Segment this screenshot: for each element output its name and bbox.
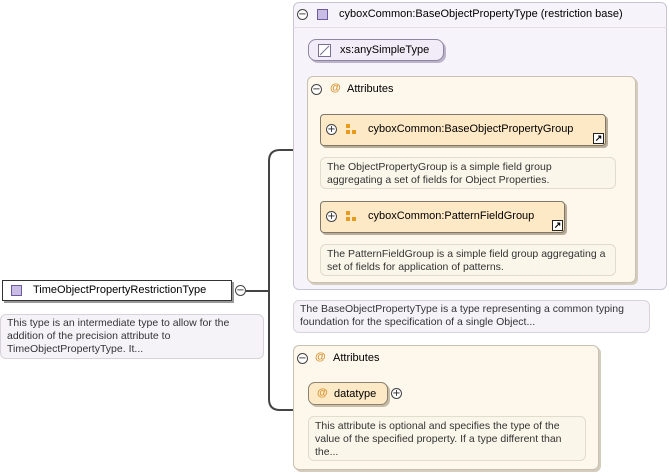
base-type-collapse-toggle[interactable]: − — [297, 9, 308, 20]
base-attributes-label: Attributes — [347, 83, 394, 95]
root-type-label: TimeObjectPropertyRestrictionType — [33, 284, 207, 296]
go-to-definition-icon[interactable]: ↗ — [552, 220, 563, 231]
attribute-icon: @ — [317, 387, 328, 399]
attribute-group-box[interactable]: + cyboxCommon:BaseObjectPropertyGroup ↗ — [320, 114, 606, 146]
complex-type-icon — [317, 9, 328, 20]
group-description: The ObjectPropertyGroup is a simple fiel… — [320, 157, 616, 189]
simple-type-pill[interactable]: xs:anySimpleType — [308, 39, 444, 61]
attribute-group-icon — [346, 124, 357, 135]
root-type-description: This type is an intermediate type to all… — [0, 314, 264, 359]
base-type-description: The BaseObjectPropertyType is a type rep… — [293, 300, 650, 333]
group-label: cyboxCommon:PatternFieldGroup — [368, 210, 535, 222]
root-type-box[interactable]: TimeObjectPropertyRestrictionType — [2, 280, 232, 301]
base-type-header: − cyboxCommon:BaseObjectPropertyType (re… — [293, 2, 667, 28]
go-to-definition-icon[interactable]: ↗ — [593, 133, 604, 144]
base-type-label: cyboxCommon:BaseObjectPropertyType (rest… — [339, 8, 623, 20]
group-expand-toggle[interactable]: + — [326, 211, 337, 222]
root-collapse-toggle[interactable]: − — [235, 285, 246, 296]
attributes-collapse-toggle[interactable]: − — [297, 353, 308, 364]
attributes-label: Attributes — [333, 352, 380, 364]
simple-type-icon — [318, 44, 331, 57]
group-description: The PatternFieldGroup is a simple field … — [320, 244, 616, 276]
attribute-group-box[interactable]: + cyboxCommon:PatternFieldGroup ↗ — [320, 201, 565, 233]
base-attributes-collapse-toggle[interactable]: − — [311, 84, 322, 95]
attribute-label: datatype — [334, 388, 377, 400]
complex-type-icon — [11, 285, 22, 296]
attributes-icon: @ — [315, 351, 326, 363]
group-label: cyboxCommon:BaseObjectPropertyGroup — [368, 123, 574, 135]
attribute-description: This attribute is optional and specifies… — [308, 416, 586, 461]
attribute-datatype-box[interactable]: @ datatype — [308, 382, 388, 405]
attributes-icon: @ — [330, 82, 341, 94]
attribute-expand-toggle[interactable]: + — [391, 388, 402, 399]
group-expand-toggle[interactable]: + — [326, 124, 337, 135]
simple-type-label: xs:anySimpleType — [340, 44, 430, 56]
attribute-group-icon — [346, 211, 357, 222]
